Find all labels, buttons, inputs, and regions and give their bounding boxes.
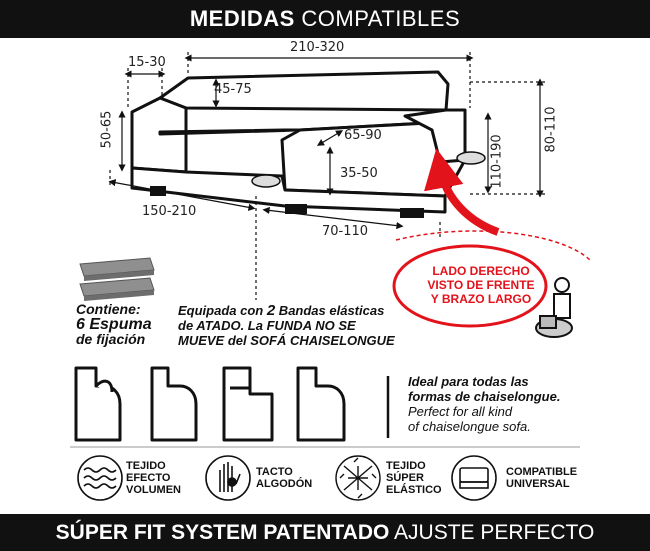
dim-back-height: 50-65 [99, 110, 115, 149]
elastic-band-loops [251, 151, 486, 188]
ideal-es-line-2: formas de chaiselongue. [408, 389, 561, 404]
contents-label: Contiene: 6 Espuma de fijación [76, 302, 152, 347]
ideal-description: Ideal para todas las formas de chaiselon… [408, 374, 560, 434]
callout-line-1: LADO DERECHO [432, 264, 530, 278]
chaise-shape-3 [222, 366, 274, 442]
dim-sofa-length: 150-210 [142, 204, 197, 219]
dim-chaise-width: 70-110 [322, 224, 369, 239]
sofa-compatible-icon [451, 455, 497, 501]
dim-seat-height: 35-50 [340, 166, 378, 181]
chaiselongue-sofa-drawing [130, 70, 467, 214]
ideal-es-line-1: Ideal para todas las [408, 374, 529, 389]
feature-volume-label: TEJIDO EFECTO VOLUMEN [126, 460, 181, 496]
dim-total-height: 80-110 [543, 106, 559, 153]
bands-line-1: Equipada con 2 Bandas elásticas [178, 302, 385, 319]
bands-count: 2 [266, 302, 276, 319]
chaise-shape-4 [296, 366, 346, 442]
dim-chaise-height: 110-190 [489, 134, 505, 189]
bands-line-3: MUEVE del SOFÁ CHAISELONGUE [178, 333, 395, 348]
callout-line-2: VISTO DE FRENTE [427, 278, 535, 292]
dim-total-width: 210-320 [290, 40, 345, 55]
header-bar: MEDIDAS COMPATIBLES [0, 0, 650, 38]
chaise-shape-2 [150, 366, 198, 442]
dimension-lines [108, 52, 548, 300]
wave-volume-icon [77, 455, 123, 501]
contents-line-2: 6 Espuma [76, 316, 152, 333]
feature-universal-label: COMPATIBLE UNIVERSAL [506, 466, 578, 490]
footer-title-light: AJUSTE PERFECTO [394, 521, 595, 544]
chaiselongue-shapes-row [74, 366, 346, 442]
feature-elastic-label: TEJIDO SÚPER ELÁSTICO [386, 460, 442, 496]
viewer-person-icon [535, 277, 573, 338]
dim-back-depth: 45-75 [214, 82, 252, 97]
hand-cotton-icon [205, 455, 251, 501]
chaise-shape-1 [74, 366, 122, 442]
contents-line-1: Contiene: [76, 301, 141, 317]
bands-line-2: de ATADO. La FUNDA NO SE [178, 318, 356, 333]
callout-line-3: Y BRAZO LARGO [430, 292, 532, 306]
ideal-en-line-2: of chaiselongue sofa. [408, 419, 531, 434]
footer-title-bold: SÚPER FIT SYSTEM PATENTADO [55, 521, 390, 544]
feature-cotton-label: TACTO ALGODÓN [256, 466, 313, 490]
stretch-mesh-icon [335, 455, 381, 501]
red-direction-arrow [392, 148, 591, 328]
header-title-light: COMPATIBLES [301, 6, 461, 31]
contents-line-3: de fijación [76, 331, 146, 347]
foam-pieces-icon [79, 257, 155, 301]
bands-description: Equipada con 2 Bandas elásticas de ATADO… [178, 303, 395, 348]
footer-bar: SÚPER FIT SYSTEM PATENTADO AJUSTE PERFEC… [0, 514, 650, 551]
header-title-bold: MEDIDAS [189, 6, 295, 31]
dim-seat-depth: 65-90 [344, 128, 382, 143]
callout-right-side: LADO DERECHO VISTO DE FRENTE Y BRAZO LAR… [416, 264, 546, 306]
ideal-en-line-1: Perfect for all kind [408, 404, 513, 419]
dim-arm-width: 15-30 [128, 55, 166, 70]
